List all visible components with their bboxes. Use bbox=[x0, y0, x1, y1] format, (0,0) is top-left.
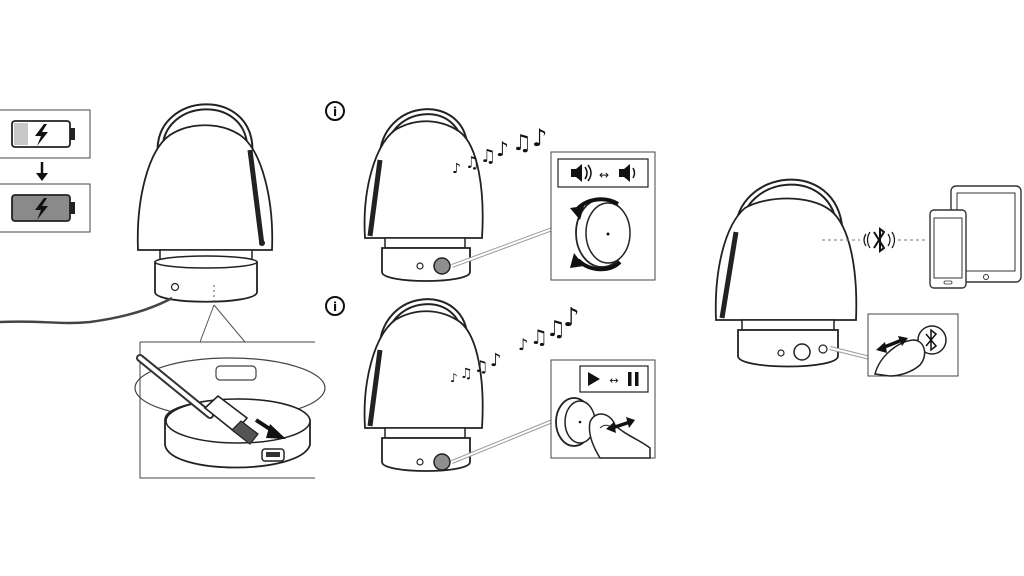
battery-low-icon bbox=[0, 109, 91, 159]
arrow-down-icon bbox=[36, 162, 48, 181]
svg-text:♪: ♪ bbox=[452, 161, 461, 177]
playback-detail-box: ↔ bbox=[550, 359, 656, 459]
finger-press bbox=[874, 339, 926, 377]
bluetooth-signal bbox=[863, 227, 896, 253]
insert-arrow-icon bbox=[254, 418, 286, 439]
smartphone-icon bbox=[929, 209, 967, 289]
svg-text:♫: ♫ bbox=[512, 131, 532, 156]
volume-detail-box: ↔ bbox=[550, 151, 656, 281]
music-notes-icon: ♪ ♫ ♫ ♪ ♫ ♪ bbox=[452, 124, 547, 177]
info-circle-icon: i bbox=[325, 101, 345, 121]
info-circle-icon: i bbox=[325, 296, 345, 316]
volume-down-icon bbox=[619, 164, 636, 182]
svg-text:♪: ♪ bbox=[490, 350, 502, 371]
svg-text:♪: ♪ bbox=[450, 371, 458, 385]
svg-text:♫: ♫ bbox=[460, 366, 473, 382]
play-icon bbox=[588, 372, 600, 386]
info-mark: i bbox=[333, 105, 337, 119]
lamp-bluetooth bbox=[714, 178, 858, 368]
press-arrow-icon bbox=[606, 417, 635, 433]
svg-text:♫: ♫ bbox=[546, 317, 566, 342]
info-mark: i bbox=[333, 300, 337, 314]
usb-port-detail bbox=[134, 341, 326, 479]
usb-cable bbox=[0, 296, 173, 325]
music-notes-icon: ♪ ♫ ♫ ♪ ♪ ♫ ♫ ♪ bbox=[450, 303, 580, 385]
svg-text:♫: ♫ bbox=[480, 146, 496, 167]
swap-arrow-icon: ↔ bbox=[609, 374, 618, 387]
bluetooth-panel bbox=[714, 178, 1022, 377]
playback-knob bbox=[555, 397, 596, 447]
pause-icon bbox=[628, 372, 639, 386]
battery-full-icon bbox=[0, 183, 91, 233]
svg-text:♫: ♫ bbox=[474, 357, 488, 376]
lamp-volume bbox=[363, 108, 484, 282]
lamp-playback bbox=[363, 298, 484, 472]
svg-text:♫: ♫ bbox=[530, 325, 548, 349]
lamp-charging bbox=[136, 103, 274, 305]
volume-panel: i ♪ ♫ ♫ ♪ ♫ ♪ bbox=[325, 101, 656, 282]
playback-panel: i ♪ ♫ ♫ ♪ ♪ ♫ ♫ ♪ ↔ bbox=[325, 296, 656, 472]
bluetooth-detail-box bbox=[867, 313, 959, 377]
bluetooth-icon bbox=[873, 227, 886, 253]
svg-text:♪: ♪ bbox=[532, 124, 547, 152]
svg-text:♪: ♪ bbox=[496, 137, 509, 161]
rotate-arrow-icon bbox=[570, 197, 622, 272]
charging-panel bbox=[0, 103, 326, 479]
svg-text:♫: ♫ bbox=[465, 153, 479, 172]
svg-text:♪: ♪ bbox=[518, 335, 528, 354]
volume-up-icon bbox=[571, 164, 592, 182]
lightning-bolt-icon bbox=[35, 124, 48, 146]
volume-knob bbox=[570, 197, 631, 272]
press-arrow-icon bbox=[876, 336, 908, 353]
swap-arrow-icon: ↔ bbox=[599, 168, 609, 182]
svg-text:♪: ♪ bbox=[563, 303, 580, 333]
